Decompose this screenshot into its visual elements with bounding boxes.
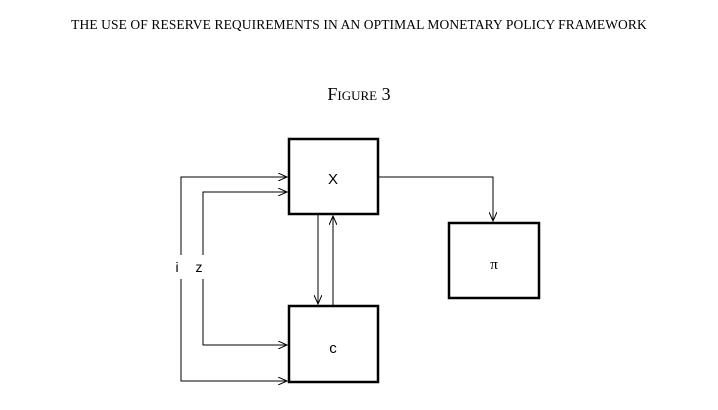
node-pi-label: π bbox=[490, 257, 498, 273]
edge-x-to-pi bbox=[378, 176, 493, 221]
edge-i-to-x bbox=[180, 177, 287, 255]
node-x-label: X bbox=[328, 171, 338, 188]
edge-z-to-x bbox=[202, 192, 287, 255]
node-pi-box bbox=[447, 221, 541, 300]
edge-i-to-c bbox=[180, 279, 287, 381]
node-c-label: c bbox=[329, 340, 337, 357]
input-i-label: i bbox=[175, 259, 178, 275]
node-c-box bbox=[287, 304, 380, 384]
edge-z-to-c bbox=[202, 279, 287, 345]
figure-label: Figure 3 bbox=[327, 84, 391, 104]
input-z-label: z bbox=[196, 259, 203, 275]
running-title: THE USE OF RESERVE REQUIREMENTS IN AN OP… bbox=[71, 17, 647, 32]
node-x-box bbox=[287, 137, 380, 216]
